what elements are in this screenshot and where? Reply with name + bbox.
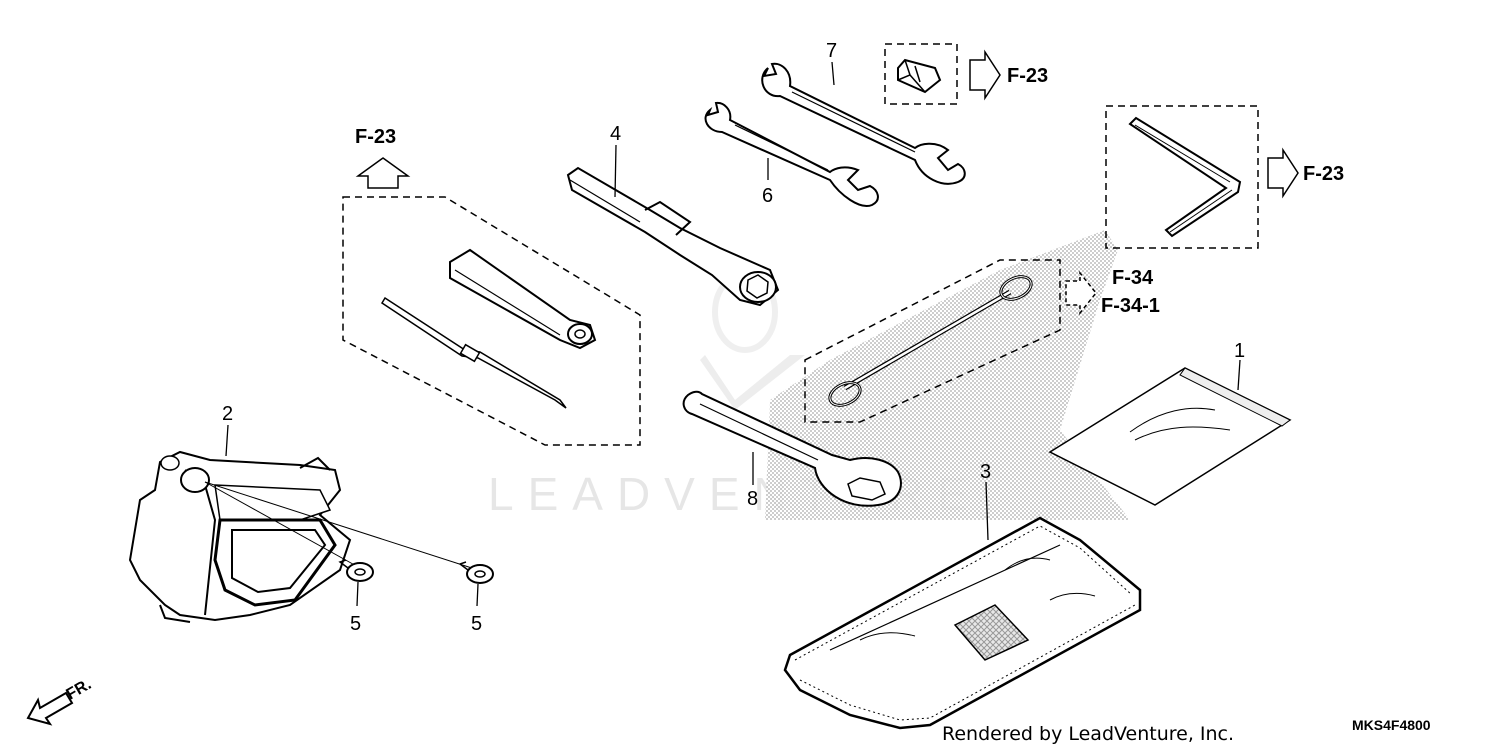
tool-pouch[interactable] [783, 516, 1142, 730]
helmet-cable[interactable] [826, 272, 1034, 410]
right-arrow-f23-top[interactable] [969, 49, 1001, 101]
clip-group-box [884, 43, 958, 105]
bolt-b[interactable] [458, 561, 494, 584]
callout-5a: 5 [350, 613, 361, 635]
leader-7 [831, 61, 835, 86]
shaded-background [765, 230, 1130, 520]
ref-f34-1[interactable]: F-34-1 [1101, 295, 1160, 317]
right-arrow-f34[interactable] [1065, 270, 1097, 316]
open-end-wrench-large[interactable] [761, 62, 966, 185]
screwdriver-handle[interactable] [449, 248, 597, 350]
leader-bolt-b [204, 481, 479, 571]
bolt-a[interactable] [338, 559, 374, 582]
ref-f23-left[interactable]: F-23 [355, 126, 396, 148]
callout-8: 8 [747, 488, 758, 510]
open-end-wrench-small[interactable] [704, 101, 879, 207]
leader-5a [356, 581, 359, 607]
leader-bolt-a [204, 481, 361, 569]
hex-key[interactable] [1128, 116, 1242, 238]
spanner-wrench[interactable] [682, 390, 902, 507]
callout-7: 7 [826, 40, 837, 62]
ref-f23-right[interactable]: F-23 [1303, 163, 1344, 185]
callout-5b: 5 [471, 613, 482, 635]
owners-manual-bag[interactable] [1048, 367, 1292, 506]
diagram-code: MKS4F4800 [1352, 717, 1431, 733]
screwdriver-bit[interactable] [380, 296, 567, 409]
ref-f34[interactable]: F-34 [1112, 267, 1154, 289]
tool-box[interactable] [128, 450, 352, 623]
front-direction-arrow [26, 691, 74, 726]
callout-1: 1 [1234, 340, 1245, 362]
callout-6: 6 [762, 185, 773, 207]
callout-4: 4 [610, 123, 621, 145]
screwdriver-group-box [342, 196, 641, 446]
cable-group-box [804, 259, 1061, 423]
up-arrow-f23[interactable] [355, 157, 411, 189]
hex-key-group-box [1105, 105, 1259, 249]
leader-2 [225, 424, 229, 457]
leader-3 [985, 481, 989, 541]
socket-wrench[interactable] [566, 166, 780, 307]
ref-f23-top[interactable]: F-23 [1007, 65, 1048, 87]
callout-3: 3 [980, 461, 991, 483]
callout-2: 2 [222, 403, 233, 425]
leader-1 [1237, 359, 1241, 391]
leader-5b [476, 583, 479, 607]
clip-part[interactable] [897, 58, 942, 94]
right-arrow-f23-right[interactable] [1267, 147, 1299, 199]
rendered-by-text: Rendered by LeadVenture, Inc. [942, 723, 1234, 745]
leader-4 [614, 144, 617, 198]
